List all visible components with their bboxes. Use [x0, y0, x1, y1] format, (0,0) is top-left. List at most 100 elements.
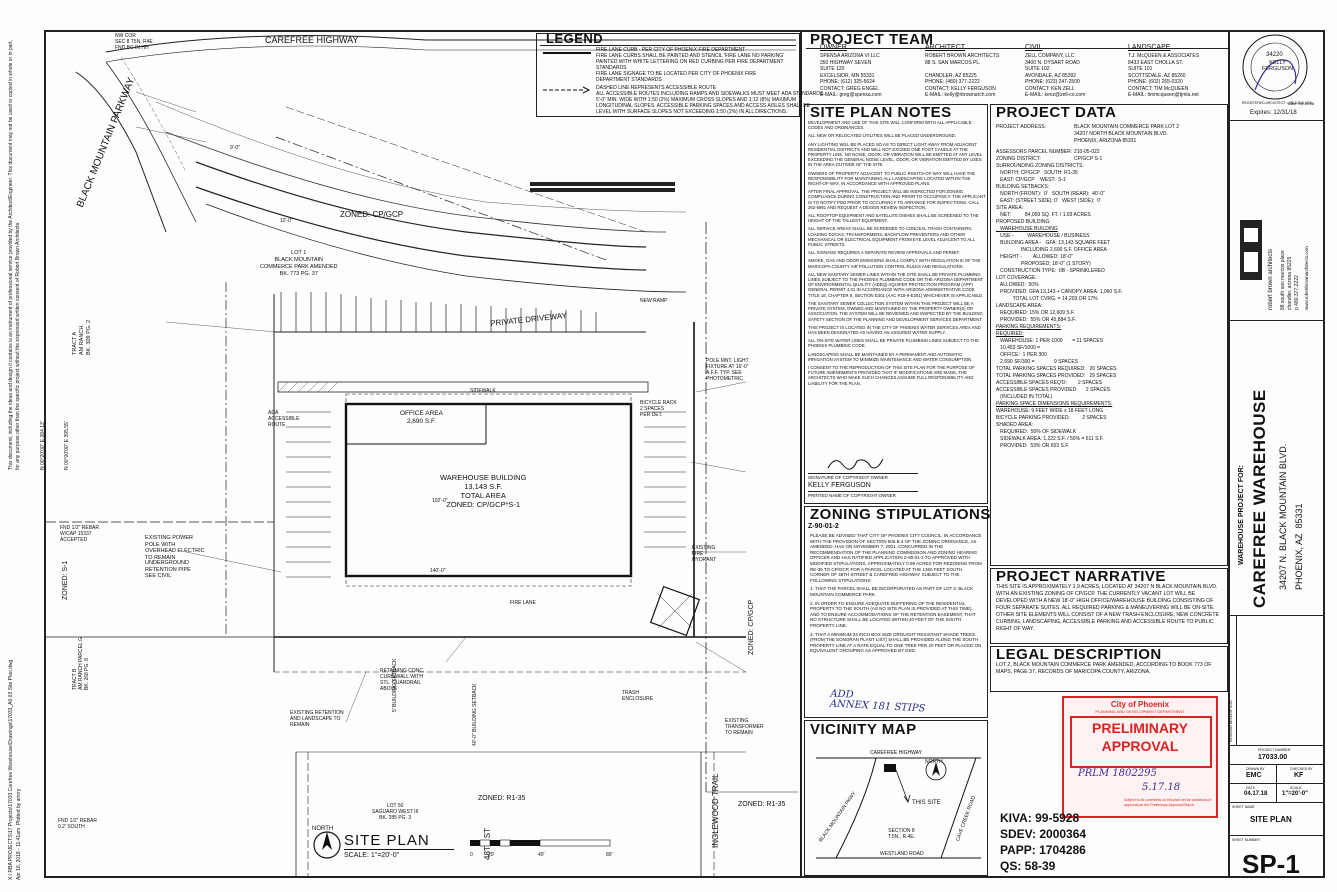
tb-rule — [1228, 120, 1325, 121]
firm-logo — [1240, 220, 1262, 280]
zoned-cp-right-label: ZONED: CP/GCP — [748, 599, 755, 655]
project-name: CAREFREE WAREHOUSE — [1250, 389, 1269, 608]
architect-seal — [1242, 34, 1308, 100]
nw-corner-label: NW COR SEC 8 T5N, R4E FND BC IN HH — [115, 33, 153, 51]
project-address: 34207 N. BLACK MOUNTAIN BLVD. — [1278, 443, 1288, 590]
fnd-rebar-label: FND 1/2" REBAR W/CAP 15337 ACCEPTED — [60, 525, 100, 543]
data-row: PROJECT ADDRESS:BLACK MOUNTAIN COMMERCE … — [996, 124, 1224, 145]
papp-number: PAPP: 1704286 — [1000, 843, 1086, 857]
data-line: BUILDING SETBACKS: — [996, 184, 1050, 190]
inglewood-label: INGLEWOOD TRAIL — [711, 773, 720, 848]
narrative-heading: PROJECT NARRATIVE — [996, 568, 1166, 585]
site-plan-notes-body: DEVELOPMENT AND USE OF THIS SITE WILL CO… — [808, 120, 986, 389]
sidewalk-label: SIDEWALK — [470, 388, 496, 394]
stamp-permit-number: PRLM 1802295 — [1078, 768, 1157, 779]
zoning-item: 2. IN ORDER TO ENSURE ADEQUATE BUFFERING… — [810, 600, 976, 628]
vicinity-box — [804, 720, 988, 876]
fire-lane-label: FIRE LANE — [510, 600, 536, 606]
team-architect-role: ARCHITECT — [925, 44, 966, 51]
tb-rule — [1228, 320, 1325, 321]
data-line: CONSTRUCTION TYPE: IIB - SPRINKLERED — [996, 268, 1105, 274]
data-line: PARKING REQUIREMENTS: — [996, 324, 1062, 330]
narrative-text: THIS SITE IS APPROXIMATELY 1.9 ACRES, LO… — [996, 584, 1219, 632]
team-owner-role: OWNER — [820, 44, 847, 51]
legal-text: LOT 2, BLACK MOUNTAIN COMMERCE PARK AMEN… — [996, 662, 1212, 675]
zoning-box — [804, 506, 988, 718]
data-line: 2,690 SF/300 = 9 SPACES — [996, 359, 1079, 365]
sheet-border — [44, 30, 1325, 878]
data-line: TOTAL PARKING SPACES PROVIDED: 29 SPACES — [996, 373, 1117, 379]
project-number: 17033.00 — [1258, 754, 1288, 761]
data-line: NET: 84,059 SQ. FT. / 1.93 ACRES — [996, 212, 1091, 218]
data-value: CP/GCP S-1 — [1074, 156, 1103, 162]
data-line: PROVIDED: 55% OR 45,884 S.F. — [996, 317, 1077, 323]
legend-rule — [540, 45, 796, 46]
dim-140ft: 140'-0" — [430, 568, 446, 574]
seal-ring-text: REGISTERED ARCHITECT • ARIZONA USA — [1242, 101, 1313, 105]
team-civil-text: ZELL COMPANY, LLC 3400 N. DYSART ROAD SU… — [1025, 53, 1086, 98]
data-line: NORTH: CP/GCP SOUTH: R1-35 — [996, 170, 1078, 176]
team-civil-role: CIVIL — [1025, 44, 1043, 51]
project-data-heading: PROJECT DATA — [996, 104, 1117, 121]
existing-retention-label: EXISTING RETENTION AND LANDSCAPE TO REMA… — [290, 710, 344, 728]
data-line: HEIGHT - ALLOWED: 18'-0" — [996, 254, 1073, 260]
data-label: ZONING DISTRICT: — [996, 156, 1041, 162]
site-plan-notes-box — [804, 104, 988, 504]
data-line: REQUIRED: 15% OR 12,609 S.F. — [996, 310, 1075, 316]
site-plan-title: SITE PLAN — [344, 832, 430, 849]
seal-number: 34220 — [1266, 52, 1283, 58]
data-line: PROVIDED: 53% OR 653 S.F. — [996, 443, 1070, 449]
vicinity-north: NORTH — [925, 759, 943, 765]
data-line: OFFICE: 1 PER 300 — [996, 352, 1047, 358]
drawn-by: EMC — [1246, 772, 1262, 779]
revision-label: REVISION DESCRIPTION — [1229, 700, 1233, 742]
office-area-label: OFFICE AREA 2,690 S.F. — [400, 410, 443, 425]
date-label: DATE — [1246, 786, 1256, 790]
fire-hydrant-label: EXISTING FIRE HYDRANT — [692, 545, 717, 563]
vicinity-road-bottom: WESTLAND ROAD — [880, 851, 924, 857]
data-label: ASSESSORS PARCEL NUMBER: — [996, 149, 1073, 155]
sheet-number: SP-1 — [1242, 849, 1300, 879]
north-arrow — [313, 831, 341, 859]
new-ramp-label: NEW RAMP — [640, 298, 668, 304]
underground-retention-label: UNDERGROUND RETENTION PIPE SEE CIVIL — [145, 560, 191, 579]
zoning-body: PLEASE BE ADVISED THAT CITY OF PHOENIX C… — [810, 533, 982, 657]
seal-date: Date: 04.18.18 — [1288, 101, 1315, 106]
data-row: ZONING DISTRICT: CP/GCP S-1 — [996, 156, 1224, 163]
site-plan-notes-heading: SITE PLAN NOTES — [810, 104, 952, 121]
zoned-r135-b-label: ZONED: R1-35 — [738, 801, 786, 808]
signature — [827, 458, 884, 470]
title-underline — [344, 849, 454, 850]
separator-line — [800, 30, 802, 878]
power-pole-label: EXISTING POWER POLE WITH OVERHEAD ELECTR… — [145, 535, 205, 561]
data-line: REQUIRED: — [996, 331, 1024, 337]
team-owner-text: SPENSA ARIZONA VI LLC 350 HIGHWAY SEVEN … — [820, 53, 882, 98]
drawn-by-label: DRAWN BY — [1246, 767, 1265, 771]
seal-name: KELLY FERGUSON — [1262, 60, 1294, 72]
zoned-cp-label: ZONED: CP/GCP — [340, 210, 404, 219]
data-value: 210-05-022 — [1074, 149, 1100, 155]
scale-label: SCALE: 1"=20'-0" — [344, 852, 400, 859]
project-team-heading: PROJECT TEAM — [810, 31, 934, 48]
data-line: PROPOSED: 18'-0" (1 STORY) — [996, 261, 1091, 267]
file-path-note: X:\ RBA PROJECTS\17 Projects\17033 Caref… — [8, 659, 14, 880]
curve-table — [530, 182, 675, 192]
zoned-r135-label: ZONED: R1-35 — [478, 795, 526, 802]
firm-address: 88 south san marcos place chandler, ariz… — [1280, 250, 1300, 310]
stamp-city: City of Phoenix — [1110, 700, 1170, 709]
legend-fire-lane: FIRE LANE CURB - PER CITY OF PHOENIX FIR… — [596, 47, 785, 83]
vicinity-section: SECTION 8 T.5N., R.4E. — [888, 828, 915, 840]
note-paragraph: ALL ROOFTOP EQUIPMENT AND SATELLITE DISH… — [808, 213, 979, 224]
data-line: (INCLUDED IN TOTAL) — [996, 394, 1053, 400]
data-line: LANDSCAPE AREA: — [996, 303, 1043, 309]
firm-name: robert brown architects — [1268, 248, 1274, 310]
team-rule — [806, 48, 1228, 49]
data-line: REQUIRED: 50% OF SIDEWALK — [996, 429, 1077, 435]
team-landscape-text: T.J. McQUEEN & ASSOCIATES 8433 EAST CHOL… — [1128, 53, 1200, 98]
accessible-route-symbol — [543, 86, 591, 94]
zoning-case: Z-90-01-2 — [808, 523, 839, 530]
data-line: TOTAL PARKING SPACES REQUIRED: 20 SPACES — [996, 366, 1117, 372]
tb-rule — [1228, 802, 1325, 803]
data-line: NORTH (FRONT): 0' SOUTH (REAR): 40'-0" — [996, 191, 1105, 197]
tb-rule — [1228, 615, 1325, 616]
